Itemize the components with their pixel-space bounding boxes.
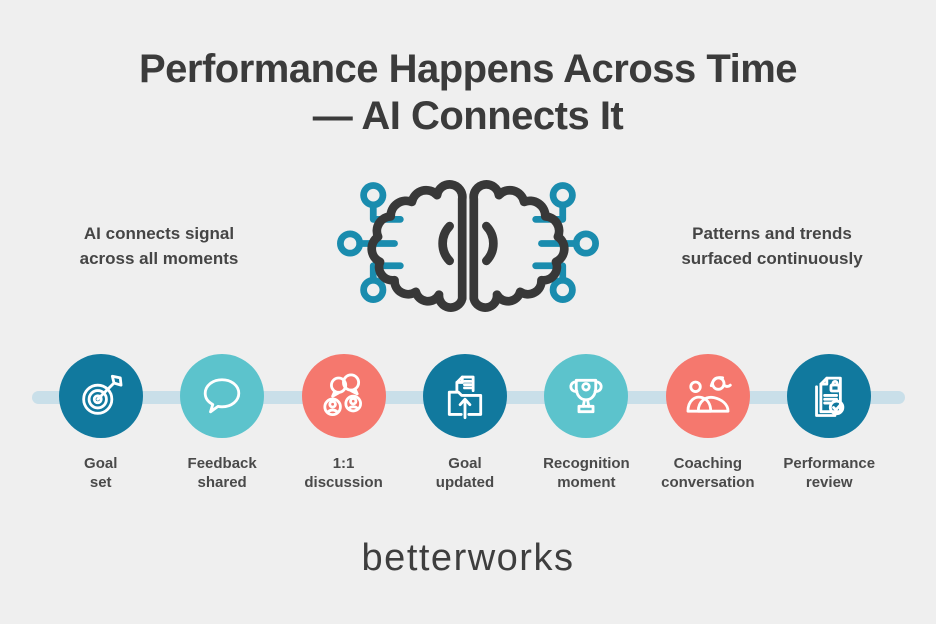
milestone-label: Goal set: [84, 455, 117, 493]
milestone-circle: [665, 354, 750, 438]
milestone-label-line-2: review: [805, 473, 853, 491]
milestone-label: Feedback shared: [188, 455, 257, 493]
milestone-label-line-1: Performance: [783, 455, 876, 472]
milestone-label: 1:1 discussion: [304, 455, 382, 493]
milestone-circle: [544, 354, 629, 438]
milestone-label: Performance review: [783, 455, 875, 493]
milestone-circle: [58, 354, 143, 438]
milestone-performance-review: Performance review: [769, 354, 890, 493]
brain-outline: [367, 180, 569, 312]
brand-logo: betterworks: [361, 537, 575, 579]
left-note-line-1: AI connects signal: [83, 224, 235, 243]
timeline-line: [32, 391, 905, 404]
milestone-1-1-discussion: 1:1 discussion: [283, 354, 404, 493]
goal-target-icon: [81, 374, 123, 415]
coaching-whistle-icon: [686, 376, 732, 413]
review-document-icon: [815, 376, 845, 417]
title-line-1: Performance Happens Across Time: [138, 47, 798, 91]
right-note-line-1: Patterns and trends: [692, 224, 852, 243]
milestone-label-line-1: Recognition: [543, 455, 630, 472]
milestone-coaching-conversation: Coaching conversation: [647, 354, 768, 493]
milestone-circle: [787, 354, 872, 438]
discussion-people-icon: [322, 373, 362, 417]
milestone-label-line-1: Coaching: [673, 455, 742, 472]
milestone-label-line-2: shared: [197, 473, 247, 491]
milestone-circle: [301, 354, 386, 438]
milestone-label-line-2: discussion: [304, 473, 383, 491]
page-title: Performance Happens Across Time — AI Con…: [0, 46, 936, 140]
milestone-label-line-1: Goal: [448, 455, 482, 472]
milestone-circle: [422, 354, 507, 438]
left-note: AI connects signal across all moments: [48, 222, 270, 271]
trophy-icon: [569, 378, 603, 414]
ai-brain-circuit-icon: [323, 166, 613, 321]
milestone-label: Recognition moment: [543, 455, 630, 493]
milestone-goal-set: Goal set: [40, 354, 161, 493]
right-note-line-2: surfaced continuously: [681, 248, 863, 268]
milestone-label-line-2: conversation: [661, 473, 755, 491]
left-note-line-2: across all moments: [79, 248, 239, 268]
milestone-label-line-1: 1:1: [332, 455, 355, 472]
milestone-label-line-1: Goal: [84, 455, 118, 472]
right-note: Patterns and trends surfaced continuousl…: [652, 222, 892, 271]
milestone-label: Goal updated: [436, 455, 494, 493]
milestone-label: Coaching conversation: [661, 455, 754, 493]
milestone-recognition-moment: Recognition moment: [526, 354, 647, 493]
milestone-label-line-1: Feedback: [187, 455, 257, 472]
milestone-label-line-2: moment: [557, 473, 616, 491]
milestone-circle: [180, 354, 265, 438]
milestone-feedback-shared: Feedback shared: [161, 354, 282, 493]
milestone-label-line-2: set: [89, 473, 112, 491]
title-line-2: — AI Connects It: [312, 94, 624, 139]
milestone-goal-updated: Goal updated: [404, 354, 525, 493]
milestone-label-line-2: updated: [435, 473, 495, 491]
circuit-traces: [337, 182, 599, 303]
speech-bubble-icon: [203, 378, 241, 414]
goal-upload-icon: [447, 375, 483, 420]
timeline-milestones: Goal set Feedback shared: [40, 354, 890, 493]
